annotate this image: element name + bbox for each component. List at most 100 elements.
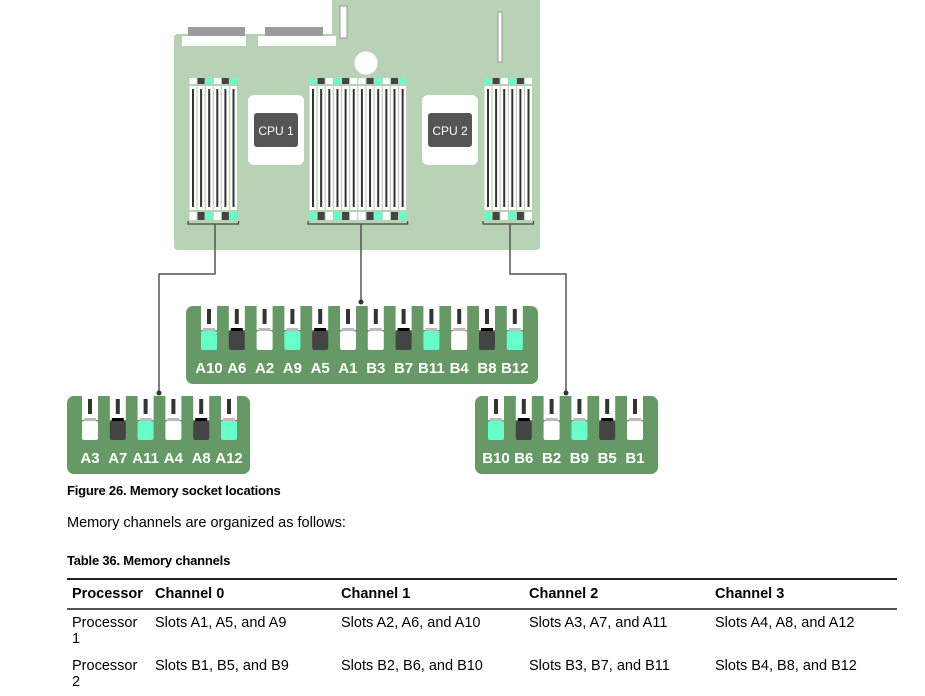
board-dimm-B2 [500, 78, 508, 220]
board-dimm-slots [187, 78, 535, 225]
cpu-2-socket: CPU 2 [422, 95, 478, 165]
slot-color-tab [109, 421, 126, 440]
board-dimm-B7 [366, 78, 374, 220]
board-dimm-A10 [309, 78, 317, 220]
slot-label: A8 [192, 450, 211, 467]
cell: Slots A3, A7, and A11 [529, 615, 668, 631]
dimm-slot-B10: B10 [482, 396, 510, 467]
slot-label: B3 [366, 360, 385, 377]
cpu-2-label: CPU 2 [432, 124, 468, 138]
slot-label: A5 [311, 360, 330, 377]
table-header-row: Processor Channel 0 Channel 1 Channel 2 … [67, 578, 897, 610]
dimm-slot-A6: A6 [227, 306, 246, 377]
board-dimm-group-middle [307, 78, 409, 225]
slot-color-tab [367, 331, 384, 350]
board-dimm-B1 [525, 78, 532, 220]
dimm-slot-A3: A3 [80, 396, 100, 467]
cpu-1-label: CPU 1 [258, 124, 294, 138]
cell: Slots B1, B5, and B9 [155, 658, 289, 674]
dimm-slot-B8: B8 [477, 306, 497, 377]
board-dimm-B12 [399, 78, 407, 220]
board-dimm-A1 [350, 78, 358, 220]
slot-label: B6 [514, 450, 533, 467]
cell: Processor 1 [72, 615, 138, 647]
motherboard: CPU 1 CPU 2 [174, 0, 540, 250]
header-channel-0: Channel 0 [150, 578, 336, 610]
board-dimm-A9 [333, 78, 341, 220]
slot-label: B7 [394, 360, 413, 377]
table-row: Processor 1 Slots A1, A5, and A9 Slots A… [67, 609, 897, 653]
slot-color-tab [479, 331, 495, 350]
slot-label: B2 [542, 450, 561, 467]
dimm-slot-A4: A4 [164, 396, 184, 467]
dimm-slot-A11: A11 [132, 396, 159, 467]
header-channel-2: Channel 2 [524, 578, 710, 610]
leader-lines [158, 224, 567, 393]
slot-color-tab [571, 421, 588, 440]
slot-label: A10 [195, 360, 223, 377]
board-dimm-B9 [508, 78, 516, 220]
dimm-slot-A10: A10 [195, 306, 223, 377]
cpu-1-socket: CPU 1 [248, 95, 304, 165]
slot-color-tab [284, 331, 301, 350]
cell: Slots B2, B6, and B10 [341, 658, 483, 674]
table-caption: Table 36. Memory channels [67, 553, 231, 568]
dimm-slot-A1: A1 [338, 306, 358, 377]
slot-color-tab [515, 421, 532, 440]
slot-color-tab [423, 331, 440, 350]
slot-label: B9 [570, 450, 589, 467]
dimm-slot-A9: A9 [283, 306, 302, 377]
board-dimm-B8 [391, 78, 398, 220]
board-dimm-A7 [197, 78, 205, 220]
cell: Slots B3, B7, and B11 [529, 658, 670, 674]
board-dimm-A2 [325, 78, 333, 220]
dimm-slot-B3: B3 [366, 306, 385, 377]
board-dimm-B5 [516, 78, 524, 220]
dimm-slot-B11: B11 [418, 306, 445, 377]
board-dimm-group-right [482, 78, 535, 225]
slot-color-tab [82, 421, 98, 440]
dimm-slot-B2: B2 [542, 396, 561, 467]
cell: Slots A2, A6, and A10 [341, 615, 481, 631]
board-dimm-B6 [492, 78, 500, 220]
dimm-slot-A8: A8 [192, 396, 211, 467]
slot-label: B5 [598, 450, 617, 467]
slot-label: A3 [80, 450, 99, 467]
cell: Slots A4, A8, and A12 [715, 615, 855, 631]
dimm-slot-B9: B9 [570, 396, 589, 467]
board-dimm-A6 [317, 78, 325, 220]
figure-caption: Figure 26. Memory socket locations [67, 483, 281, 498]
header-channel-3: Channel 3 [710, 578, 897, 610]
slot-color-tab [137, 421, 154, 440]
board-dimm-A3 [189, 78, 197, 220]
cell: Processor 2 [72, 658, 138, 690]
slot-color-tab [193, 421, 210, 440]
slot-label: B8 [477, 360, 496, 377]
memory-channels-table: Processor Channel 0 Channel 1 Channel 2 … [67, 578, 897, 696]
slot-label: A1 [338, 360, 357, 377]
dimm-slot-B6: B6 [514, 396, 533, 467]
dimm-slot-A7: A7 [108, 396, 127, 467]
slot-color-tab [228, 331, 245, 350]
dimm-slot-B7: B7 [394, 306, 413, 377]
board-dimm-B10 [484, 78, 492, 220]
slot-color-tab [488, 421, 504, 440]
slot-color-tab [627, 421, 643, 440]
slot-color-tab [506, 331, 523, 350]
slot-color-tab [256, 331, 273, 350]
board-dimm-A12 [230, 78, 237, 220]
dimm-slot-B1: B1 [625, 396, 645, 467]
slot-color-tab [451, 331, 468, 350]
slot-color-tab [340, 331, 356, 350]
header-processor: Processor [67, 578, 150, 610]
intro-text: Memory channels are organized as follows… [67, 515, 346, 531]
slot-label: A2 [255, 360, 274, 377]
slot-label: B4 [450, 360, 470, 377]
dimm-slot-A12: A12 [215, 396, 243, 467]
board-dimm-group-left [187, 78, 240, 225]
board-dimm-A11 [205, 78, 213, 220]
leader-dots [156, 299, 569, 396]
